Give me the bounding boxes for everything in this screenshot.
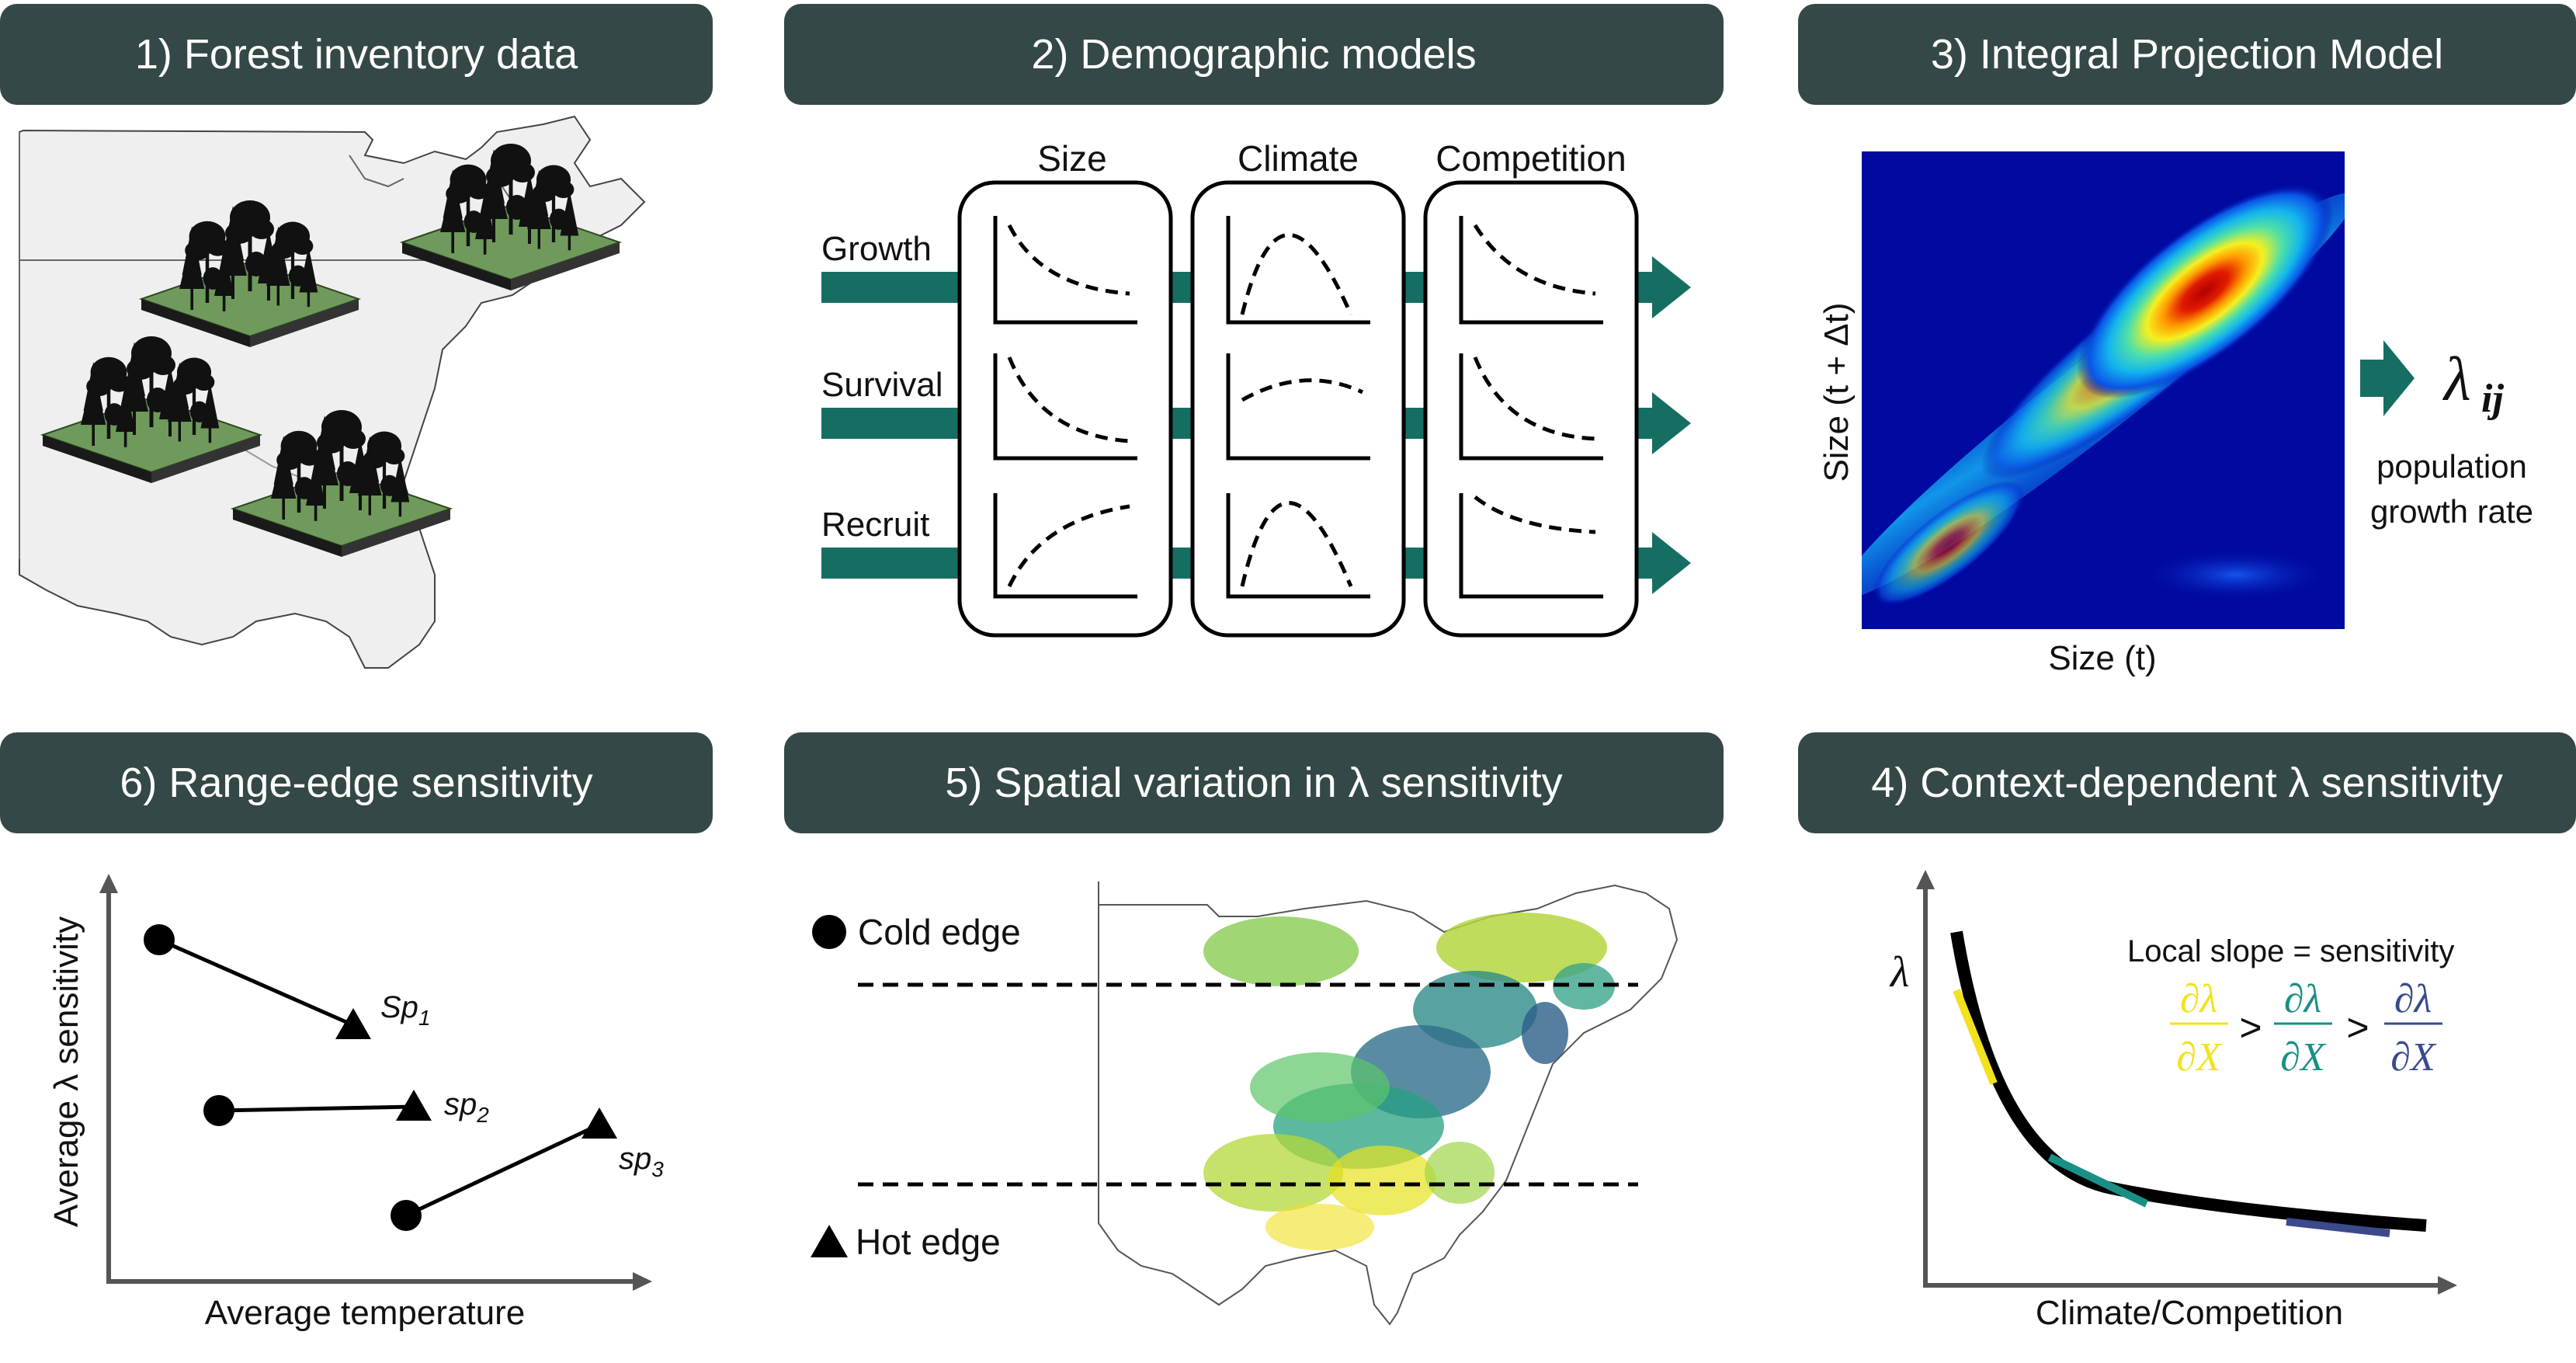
cold-edge-point: [144, 924, 175, 955]
caption-line2: growth rate: [2370, 493, 2533, 530]
cold-edge-point: [391, 1200, 422, 1231]
col-size: Size: [1037, 138, 1106, 179]
panel2-header: 2) Demographic models: [784, 4, 1724, 105]
partial-den-yellow: ∂X: [2176, 1035, 2223, 1080]
ipm-arrow: [2360, 360, 2383, 397]
demographic-models: Size Climate Competition Growth Survival…: [821, 138, 1691, 638]
hot-edge-point: [335, 1008, 371, 1039]
partial-num-blue: ∂λ: [2394, 977, 2432, 1021]
context-axes: [1923, 889, 2438, 1288]
inventory-map: [19, 115, 646, 669]
ipm-xlabel: Size (t): [2048, 639, 2156, 677]
row-growth: Growth: [821, 230, 932, 268]
hot-edge-point: [396, 1090, 432, 1121]
slope-note: Local slope = sensitivity: [2127, 934, 2454, 968]
panel4-title: 4) Context-dependent λ sensitivity: [1871, 760, 2503, 806]
row-survival: Survival: [821, 366, 943, 404]
panel5-header: 5) Spatial variation in λ sensitivity: [784, 732, 1724, 833]
panel6-title: 6) Range-edge sensitivity: [120, 760, 593, 806]
lambda-symbol: λ: [2442, 346, 2471, 414]
context-ylabel: λ: [1889, 948, 1909, 996]
range-xlabel: Average temperature: [205, 1294, 526, 1332]
col-climate: Climate: [1238, 138, 1359, 179]
hot-edge-label: Hot edge: [856, 1222, 1001, 1262]
panel6-header: 6) Range-edge sensitivity: [0, 732, 713, 833]
panel1-header: 1) Forest inventory data: [0, 4, 713, 105]
species-label: sp2: [444, 1087, 489, 1127]
slope-yellow: [1953, 989, 1998, 1085]
col-competition: Competition: [1436, 138, 1626, 179]
panel4-header: 4) Context-dependent λ sensitivity: [1798, 732, 2576, 833]
slope-teal: [2047, 1153, 2149, 1208]
context-panel: λ Climate/Competition Local slope = sens…: [1889, 870, 2457, 1332]
caption-line1: population: [2376, 448, 2527, 485]
panel3-header: 3) Integral Projection Model: [1798, 4, 2576, 105]
panel2-title: 2) Demographic models: [1031, 31, 1477, 78]
cold-edge-label: Cold edge: [858, 912, 1021, 952]
hot-edge-point: [582, 1107, 617, 1139]
panel5-title: 5) Spatial variation in λ sensitivity: [945, 760, 1563, 806]
cold-edge-point: [203, 1095, 234, 1126]
partial-den-teal: ∂X: [2280, 1035, 2327, 1080]
gt-sign: >: [2346, 1006, 2369, 1049]
range-axes: [106, 893, 633, 1284]
size-box: [957, 180, 1173, 638]
ipm-ylabel: Size (t + Δt): [1817, 302, 1856, 482]
panel1-title: 1) Forest inventory data: [134, 31, 578, 78]
gt-sign: >: [2239, 1006, 2262, 1049]
spatial-panel: Cold edge Hot edge: [811, 881, 1679, 1326]
species-label: Sp1: [380, 990, 431, 1030]
partial-num-teal: ∂λ: [2284, 977, 2321, 1021]
partial-den-blue: ∂X: [2390, 1035, 2437, 1080]
lambda-subscript: ij: [2481, 377, 2504, 421]
context-xlabel: Climate/Competition: [2036, 1294, 2343, 1332]
range-edge-panel: Average λ sensitivity Average temperatur…: [47, 874, 664, 1332]
range-ylabel: Average λ sensitivity: [47, 916, 85, 1227]
spatial-map-outline: [1098, 881, 1679, 1326]
climate-box: [1190, 180, 1406, 638]
slope-blue: [2286, 1218, 2390, 1237]
row-recruit: Recruit: [821, 506, 929, 544]
ipm-panel: Size (t + Δt) Size (t) λ ij population g…: [1817, 151, 2533, 677]
cold-edge-marker: [812, 915, 846, 949]
occurrence-points: [1203, 913, 1615, 1250]
panel3-title: 3) Integral Projection Model: [1930, 31, 2444, 78]
species-label: sp3: [619, 1142, 664, 1181]
hot-edge-marker: [811, 1225, 848, 1257]
partial-num-yellow: ∂λ: [2180, 977, 2217, 1021]
competition-box: [1423, 180, 1639, 638]
